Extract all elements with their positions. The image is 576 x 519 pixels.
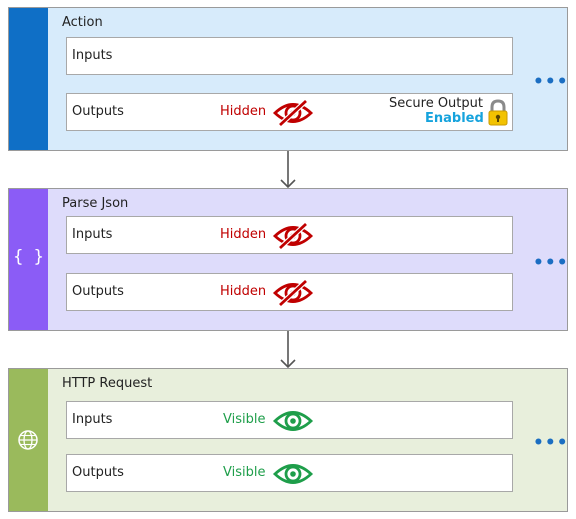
http-request-inputs-row[interactable]: Inputs Visible <box>66 401 513 439</box>
action-outputs-row[interactable]: Outputs Hidden Secure Output Enabled <box>66 93 513 131</box>
action-more-menu[interactable]: ••• <box>533 72 569 92</box>
secure-output-state: Enabled <box>425 111 484 126</box>
parse-json-outputs-row[interactable]: Outputs Hidden <box>66 273 513 311</box>
parse-json-more-menu[interactable]: ••• <box>533 253 569 273</box>
padlock-icon <box>488 99 508 126</box>
action-outputs-status: Hidden <box>220 104 267 119</box>
globe-icon <box>18 430 38 450</box>
action-inputs-label: Inputs <box>72 48 113 63</box>
action-card-strip <box>9 8 48 150</box>
http-request-inputs-label: Inputs <box>72 412 113 427</box>
http-request-outputs-label: Outputs <box>72 465 124 480</box>
parse-json-inputs-label: Inputs <box>72 227 113 242</box>
eye-slash-icon <box>272 279 314 307</box>
http-request-more-menu[interactable]: ••• <box>533 433 569 453</box>
action-card-title: Action <box>62 15 103 30</box>
action-inputs-row[interactable]: Inputs <box>66 37 513 75</box>
eye-icon <box>272 407 314 435</box>
action-card[interactable]: Action Inputs Outputs Hidden Secure Outp… <box>8 7 568 151</box>
action-outputs-label: Outputs <box>72 104 124 119</box>
parse-json-inputs-status: Hidden <box>220 227 267 242</box>
parse-json-card-strip: { } <box>9 189 48 330</box>
http-request-card[interactable]: HTTP Request Inputs Visible Outputs Visi… <box>8 368 568 512</box>
parse-json-card-title: Parse Json <box>62 196 129 211</box>
http-request-outputs-row[interactable]: Outputs Visible <box>66 454 513 492</box>
http-request-card-strip <box>9 369 48 511</box>
braces-icon: { } <box>13 247 44 267</box>
parse-json-card[interactable]: { } Parse Json Inputs Hidden Outputs Hid… <box>8 188 568 331</box>
http-request-outputs-status: Visible <box>223 465 266 480</box>
eye-icon <box>272 460 314 488</box>
flow-arrow <box>280 151 296 189</box>
eye-slash-icon <box>272 99 314 127</box>
parse-json-outputs-label: Outputs <box>72 284 124 299</box>
secure-output-label: Secure Output <box>389 96 483 111</box>
eye-slash-icon <box>272 222 314 250</box>
parse-json-outputs-status: Hidden <box>220 284 267 299</box>
http-request-inputs-status: Visible <box>223 412 266 427</box>
http-request-card-title: HTTP Request <box>62 376 153 391</box>
parse-json-inputs-row[interactable]: Inputs Hidden <box>66 216 513 254</box>
flow-arrow <box>280 331 296 369</box>
